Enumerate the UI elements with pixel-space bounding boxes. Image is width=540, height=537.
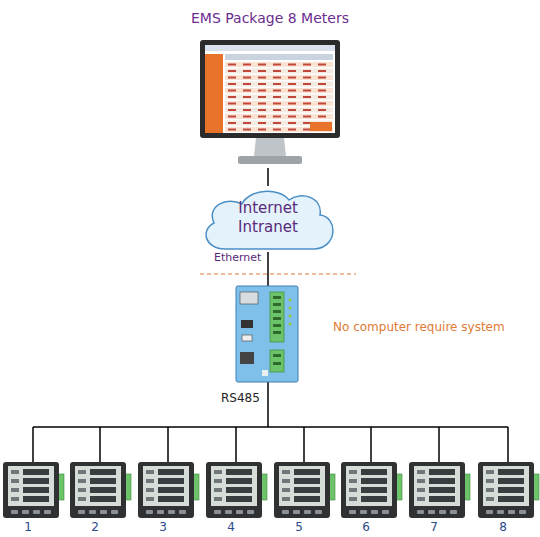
note-text: No computer require system bbox=[333, 320, 505, 334]
meter-illustration bbox=[1, 460, 65, 520]
meter-illustration bbox=[68, 460, 132, 520]
meter-illustration bbox=[272, 460, 336, 520]
meter-illustration bbox=[136, 460, 200, 520]
meter-illustration bbox=[476, 460, 540, 520]
connection-label: Ethernet bbox=[214, 251, 261, 264]
callout-number: 1 bbox=[1, 520, 55, 534]
rs485-bus bbox=[33, 426, 508, 428]
monitor-illustration bbox=[198, 38, 342, 166]
diagram-title: EMS Package 8 Meters bbox=[170, 10, 370, 26]
callout-number: 5 bbox=[272, 520, 326, 534]
meter-illustration bbox=[407, 460, 471, 520]
power-meter: 5 bbox=[272, 460, 336, 537]
callout-number: 6 bbox=[339, 520, 393, 534]
bus-label: RS485 bbox=[221, 391, 260, 405]
power-meter: 1 bbox=[1, 460, 65, 537]
power-meter: 4 bbox=[204, 460, 268, 537]
power-meter: 8 bbox=[476, 460, 540, 537]
power-meter: 3 bbox=[136, 460, 200, 537]
rs485-wire bbox=[267, 382, 269, 427]
callout-number: 2 bbox=[68, 520, 122, 534]
power-meter: 2 bbox=[68, 460, 132, 537]
power-meter: 6 bbox=[339, 460, 403, 537]
bus-drops bbox=[33, 427, 508, 462]
ethernet-wire bbox=[267, 252, 269, 286]
connector-line bbox=[267, 168, 269, 186]
gateway-device bbox=[236, 286, 298, 382]
cloud-label: Internet Intranet bbox=[227, 199, 309, 237]
callout-number: 3 bbox=[136, 520, 190, 534]
meter-illustration bbox=[339, 460, 403, 520]
callout-number: 8 bbox=[476, 520, 530, 534]
meter-illustration bbox=[204, 460, 268, 520]
power-meter: 7 bbox=[407, 460, 471, 537]
network-cloud: Internet Intranet bbox=[197, 186, 339, 252]
callout-number: 4 bbox=[204, 520, 258, 534]
monitor-node: EMS Package 8 Meters bbox=[170, 6, 370, 168]
callout-number: 7 bbox=[407, 520, 461, 534]
dashed-divider bbox=[200, 273, 356, 274]
